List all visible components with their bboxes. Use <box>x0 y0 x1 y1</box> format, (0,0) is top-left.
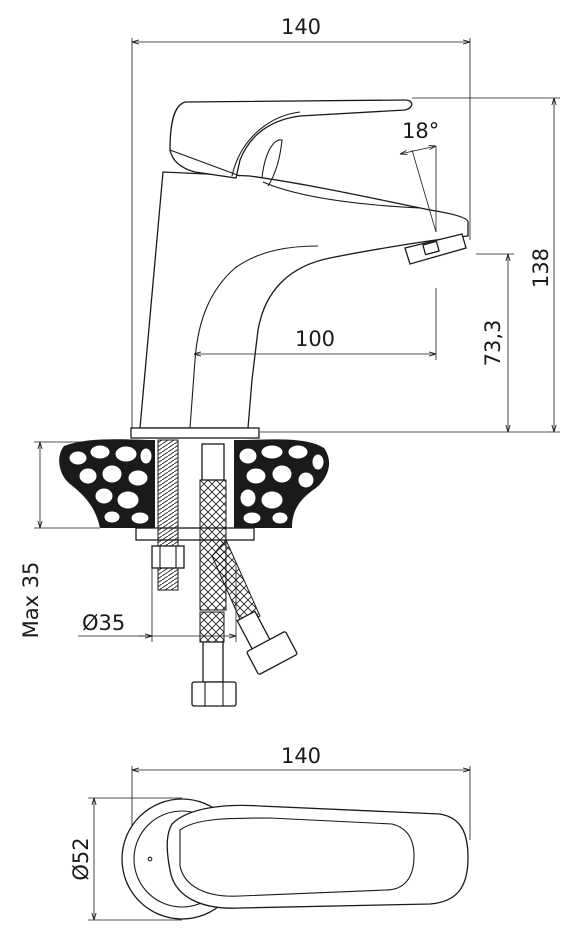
dim-hole-diameter-label: Ø35 <box>82 611 125 635</box>
top-view-body <box>121 798 469 920</box>
dim-spout-reach-label: 100 <box>295 327 335 351</box>
top-view: 140 Ø52 <box>69 744 471 921</box>
dim-width-bottom: 140 <box>131 744 471 840</box>
dim-spout-height: 73,3 <box>476 253 514 432</box>
stone-holes-right <box>238 444 325 525</box>
dim-base-diameter: Ø52 <box>69 797 182 921</box>
dim-spout-height-label: 73,3 <box>481 320 505 367</box>
dim-angle: 18° <box>400 119 439 233</box>
stone-holes-left <box>68 444 153 525</box>
dim-max-thickness: Max 35 <box>19 441 130 639</box>
dim-spout-reach: 100 <box>194 288 437 360</box>
threaded-stud <box>151 439 185 591</box>
side-view: 140 18° <box>19 15 560 707</box>
dim-hole-diameter: Ø35 <box>78 566 237 642</box>
dim-base-diameter-label: Ø52 <box>69 837 93 880</box>
mounting-plate <box>135 527 255 541</box>
countertop-section <box>59 439 330 528</box>
dim-height-total-label: 138 <box>529 248 553 288</box>
dim-angle-label: 18° <box>402 119 439 143</box>
dim-width-top: 140 <box>131 15 471 428</box>
dim-height-total: 138 <box>260 97 560 433</box>
dim-max-thickness-label: Max 35 <box>19 562 43 639</box>
faucet-body <box>130 99 469 439</box>
dim-width-bottom-label: 140 <box>281 744 321 768</box>
dim-width-top-label: 140 <box>281 15 321 39</box>
